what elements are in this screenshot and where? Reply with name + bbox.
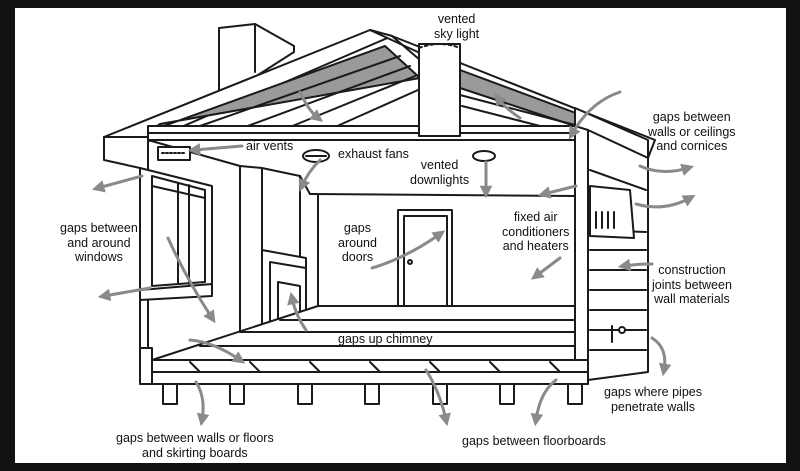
window: [139, 167, 213, 301]
arrow-floor-right: [530, 378, 558, 427]
roof: [103, 29, 656, 159]
label-gaps-skirting: gaps between walls or floors and skirtin…: [116, 431, 274, 460]
chimney: [218, 23, 295, 101]
label-gaps-pipes: gaps where pipes penetrate walls: [604, 385, 702, 414]
arrow-roof-right: [494, 92, 522, 120]
arrow-window-out: [97, 286, 152, 302]
label-gaps-floorboards: gaps between floorboards: [462, 434, 606, 448]
right-wall: [574, 125, 649, 381]
arrow-cornice-out: [638, 163, 695, 176]
label-vented-downlights: vented downlights: [410, 158, 470, 187]
label-gaps-doors: gaps around doors: [338, 221, 377, 264]
label-gaps-windows: gaps between and around windows: [60, 221, 138, 264]
arrow-eave: [91, 174, 144, 193]
arrow-ac-top: [537, 184, 578, 199]
arrow-window-in: [166, 236, 216, 324]
label-gaps-walls-ceilings: gaps between walls or ceilings and corni…: [648, 110, 736, 153]
arrow-chimney: [287, 291, 308, 332]
arrow-heater: [530, 256, 562, 280]
ceiling-fixtures: [302, 149, 496, 163]
label-gaps-chimney: gaps up chimney: [338, 332, 433, 346]
arrow-skirting-out: [194, 380, 210, 427]
arrow-roof-left: [298, 90, 323, 122]
arrow-ac-side: [634, 195, 696, 209]
label-air-vents: air vents: [246, 139, 294, 153]
label-construction-joints: construction joints between wall materia…: [652, 263, 732, 306]
arrow-construction-joints: [617, 258, 654, 272]
leak-arrows: [91, 90, 696, 427]
arrow-floorboards: [424, 368, 451, 427]
arrow-skirting-in: [188, 338, 246, 364]
label-fixed-air-conditioners: fixed air conditioners and heaters: [502, 210, 570, 253]
arrow-exhaust-fan: [298, 158, 322, 192]
arrow-air-vents: [187, 143, 244, 156]
sky-light-tower: [418, 43, 461, 137]
arrow-door: [370, 230, 446, 270]
floor: [139, 305, 589, 405]
arrow-pipes: [650, 336, 672, 377]
arrow-cornice-in: [568, 90, 622, 140]
label-exhaust-fans: exhaust fans: [338, 147, 409, 161]
label-vented-sky-light: vented sky light: [434, 12, 480, 41]
